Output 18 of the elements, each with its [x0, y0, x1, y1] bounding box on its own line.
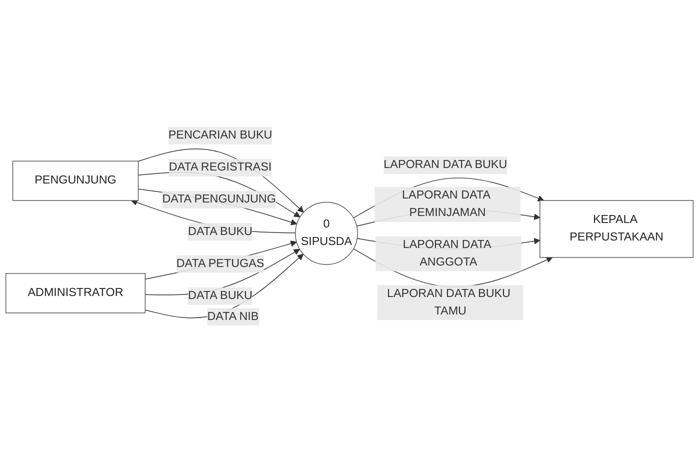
edge-label: LAPORAN DATA PEMINJAMAN	[402, 188, 490, 219]
edge-label: PENCARIAN BUKU	[168, 128, 272, 142]
edge-label: DATA REGISTRASI	[168, 160, 272, 174]
edge-label: DATA NIB	[207, 310, 259, 322]
node-box: KEPALA PERPUSTAKAAN	[540, 200, 694, 258]
edge-label: LAPORAN DATA ANGGOTA	[402, 238, 491, 268]
node-box: ADMINISTRATOR	[5, 272, 146, 313]
edge-label: DATA BUKU	[188, 225, 252, 238]
node-box: PENGUNJUNG	[12, 160, 139, 201]
node-circle: 0 SIPUSDA	[295, 202, 358, 265]
edge-label: DATA PETUGAS	[176, 257, 264, 270]
edge-label: LAPORAN DATA BUKU TAMU	[387, 287, 510, 318]
arrow	[144, 248, 300, 296]
arrow	[144, 254, 304, 318]
edge-label: LAPORAN DATA BUKU	[384, 158, 508, 171]
edge-label: DATA PENGUNJUNG	[162, 192, 276, 206]
arrow	[144, 240, 297, 280]
edge-label: DATA BUKU	[188, 289, 252, 302]
